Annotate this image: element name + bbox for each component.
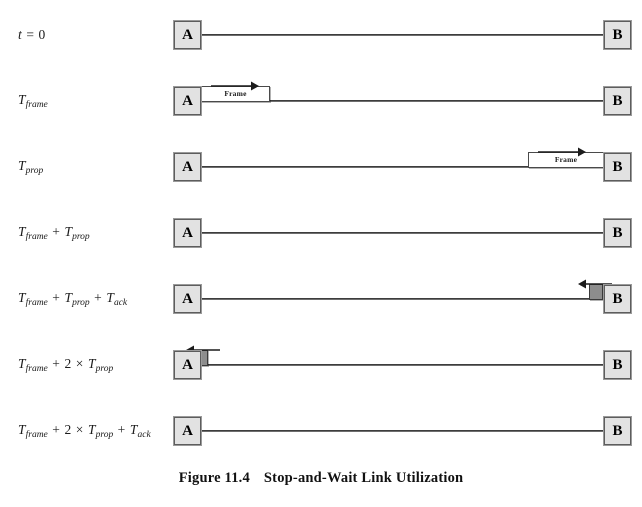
station-a-label: A (182, 356, 193, 373)
station-a: A (173, 416, 202, 446)
station-a-label: A (182, 26, 193, 43)
time-label-t-frame: Tframe (18, 92, 48, 110)
timing-row-t-frame-plus-t-prop: Tframe + Tprop A B (0, 198, 642, 268)
arrow-right-icon (538, 147, 586, 157)
station-b-label: B (612, 158, 623, 175)
station-a-label: A (182, 224, 193, 241)
station-a: A (173, 152, 202, 182)
link-line (201, 34, 605, 36)
frame-label: Frame (554, 155, 578, 165)
timing-row-t-frame-plus-2-t-prop-plus-t-ack: Tframe + 2 × Tprop + Tack A B (0, 396, 642, 466)
station-a: A (173, 218, 202, 248)
caption-title: Stop-and-Wait Link Utilization (263, 470, 464, 486)
station-a-label: A (182, 290, 193, 307)
station-b-label: B (612, 290, 623, 307)
time-label-t-frame-plus-2-t-prop: Tframe + 2 × Tprop (18, 356, 114, 374)
time-label-t-zero: t = 0 (18, 27, 46, 42)
link-line (201, 232, 605, 234)
station-a: A (173, 284, 202, 314)
station-b: B (603, 218, 632, 248)
arrow-left-icon (578, 279, 612, 289)
timing-row-t-frame: Tframe Frame A B (0, 66, 642, 136)
time-label-t-frame-plus-2-t-prop-plus-t-ack: Tframe + 2 × Tprop + Tack (18, 422, 151, 440)
station-a: A (173, 86, 202, 116)
station-b-label: B (612, 224, 623, 241)
caption-number: Figure 11.4 (178, 470, 250, 486)
link-line (201, 364, 605, 366)
station-b-label: B (612, 26, 623, 43)
station-b: B (603, 350, 632, 380)
station-b-label: B (612, 422, 623, 439)
timing-row-t-frame-plus-t-prop-plus-t-ack: Tframe + Tprop + Tack A B (0, 264, 642, 334)
station-b: B (603, 20, 632, 50)
arrow-right-icon (211, 81, 259, 91)
station-b: B (603, 152, 632, 182)
timing-row-t-prop: Tprop Frame A B (0, 132, 642, 202)
station-a-label: A (182, 158, 193, 175)
station-a: A (173, 20, 202, 50)
station-b: B (603, 284, 632, 314)
timing-row-t-zero: t = 0 A B (0, 0, 642, 70)
link-line (201, 166, 605, 168)
station-b-label: B (612, 356, 623, 373)
time-label-t-frame-plus-t-prop-plus-t-ack: Tframe + Tprop + Tack (18, 290, 128, 308)
timing-row-t-frame-plus-2-t-prop: Tframe + 2 × Tprop A B (0, 330, 642, 400)
time-label-t-prop: Tprop (18, 158, 44, 176)
link-line (201, 100, 605, 102)
link-line (201, 298, 605, 300)
station-b: B (603, 86, 632, 116)
station-b-label: B (612, 92, 623, 109)
station-a-label: A (182, 92, 193, 109)
figure-caption: Figure 11.4 Stop-and-Wait Link Utilizatio… (0, 470, 642, 487)
frame-label: Frame (224, 89, 247, 99)
station-a-label: A (182, 422, 193, 439)
station-b: B (603, 416, 632, 446)
time-label-t-frame-plus-t-prop: Tframe + Tprop (18, 224, 90, 242)
station-a: A (173, 350, 202, 380)
link-line (201, 430, 605, 432)
